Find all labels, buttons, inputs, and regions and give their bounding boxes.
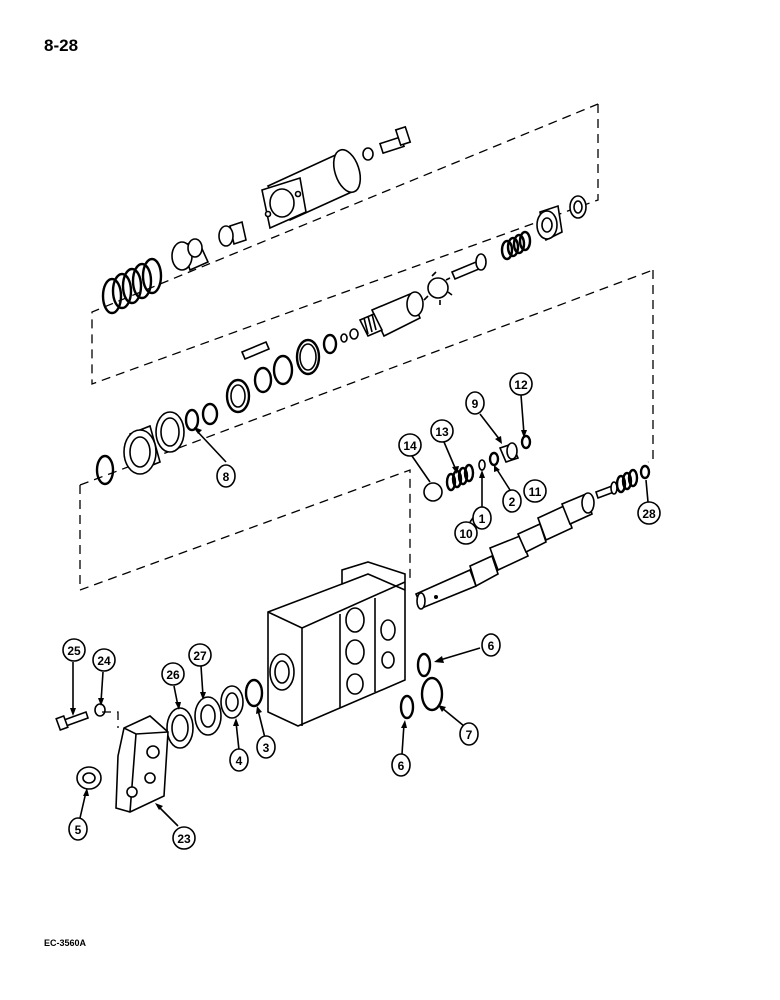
callout-13-label: 13 [435, 425, 449, 439]
callout-5-label: 5 [75, 823, 82, 837]
seal-26 [166, 707, 194, 749]
cap-bolt [378, 125, 412, 155]
callout-1-label: 1 [479, 512, 486, 526]
callout-25: 25 [62, 638, 86, 662]
callout-8-label: 8 [223, 470, 230, 484]
callout-10: 10 [454, 521, 478, 545]
callout-4-label: 4 [236, 754, 243, 768]
callout-4: 4 [229, 748, 249, 772]
spool-adapter [358, 291, 424, 338]
end-cap-bushing [536, 204, 563, 242]
o-ring-3 [244, 678, 264, 708]
spool-end-spring [615, 468, 639, 494]
callout-12: 12 [509, 372, 533, 396]
pin [240, 340, 271, 361]
callout-13: 13 [430, 419, 454, 443]
callout-5: 5 [68, 817, 88, 841]
seal-ring-b [253, 366, 273, 394]
callout-25-label: 25 [67, 644, 81, 658]
figure-code: EC-3560A [44, 938, 87, 948]
callout-28-label: 28 [642, 507, 656, 521]
callout-26: 26 [161, 662, 185, 686]
callout-6-upper-label: 6 [488, 639, 495, 653]
check-seal-ring [488, 451, 500, 467]
check-seal-small [478, 459, 486, 471]
dashed-envelope-lower [79, 269, 654, 591]
o-ring-upper-2 [295, 338, 321, 376]
callout-10-label: 10 [459, 527, 473, 541]
bolt-25 [55, 710, 90, 732]
o-ring-7 [420, 676, 444, 712]
spool [414, 492, 595, 610]
valve-body [267, 561, 406, 727]
callout-23-label: 23 [177, 832, 191, 846]
callout-2-label: 2 [509, 495, 516, 509]
seal-ring-d [201, 402, 219, 426]
callout-26-label: 26 [166, 668, 180, 682]
callout-3: 3 [256, 735, 276, 759]
callout-28: 28 [637, 501, 661, 525]
o-ring-6-lower [399, 694, 415, 720]
washer-24 [94, 703, 106, 717]
spring-retainer [171, 238, 210, 272]
seal-ring-a [272, 354, 294, 386]
detent-plunger [450, 253, 487, 281]
end-cap-seal [569, 195, 587, 219]
spring-seat [218, 220, 247, 247]
callout-14: 14 [398, 433, 422, 457]
callout-12-label: 12 [514, 378, 528, 392]
callout-11-label: 11 [529, 485, 542, 499]
callout-27: 27 [188, 643, 212, 667]
callout-9-label: 9 [472, 397, 479, 411]
callout-6-lower-label: 6 [398, 759, 405, 773]
callout-7-label: 7 [466, 728, 473, 742]
callout-8: 8 [216, 464, 236, 488]
lock-washer [362, 147, 374, 161]
page-number: 8-28 [44, 36, 79, 55]
leader-lines [70, 394, 649, 827]
wiper-seal [95, 454, 115, 486]
callout-7: 7 [459, 722, 479, 746]
callout-6-upper: 6 [481, 633, 501, 657]
wiper-27 [194, 696, 222, 736]
callout-24: 24 [92, 648, 116, 672]
small-seals-upper [340, 328, 359, 343]
callout-27-label: 27 [193, 649, 207, 663]
seal-housing [123, 424, 161, 475]
check-washer [520, 434, 532, 450]
detent-cam [423, 271, 453, 305]
centering-spring [101, 257, 163, 315]
bushing-5 [76, 766, 102, 790]
spool-end-pin [594, 481, 618, 500]
check-spring [445, 463, 475, 492]
callout-24-label: 24 [97, 654, 111, 668]
callout-11: 11 [523, 479, 547, 503]
bracket [115, 715, 169, 813]
callout-2: 2 [502, 489, 522, 513]
callout-3-label: 3 [263, 741, 270, 755]
check-ball [423, 482, 443, 502]
o-ring-upper-1 [322, 333, 338, 355]
spool-end-washer-28 [639, 464, 651, 480]
detent-spring [500, 230, 532, 261]
dashed-envelope-upper [91, 103, 599, 385]
callout-6-lower: 6 [391, 753, 411, 777]
o-ring-6-upper [416, 652, 432, 678]
cylinder-cap [261, 148, 362, 230]
callout-23: 23 [172, 826, 196, 850]
check-plug [498, 442, 520, 463]
callout-14-label: 14 [403, 439, 417, 453]
callout-9: 9 [465, 391, 485, 415]
washer-4 [220, 685, 244, 719]
snap-ring-8 [184, 408, 200, 432]
seal-ring-c [225, 378, 251, 414]
callout-1: 1 [472, 506, 492, 530]
seal-retainer [155, 411, 185, 453]
